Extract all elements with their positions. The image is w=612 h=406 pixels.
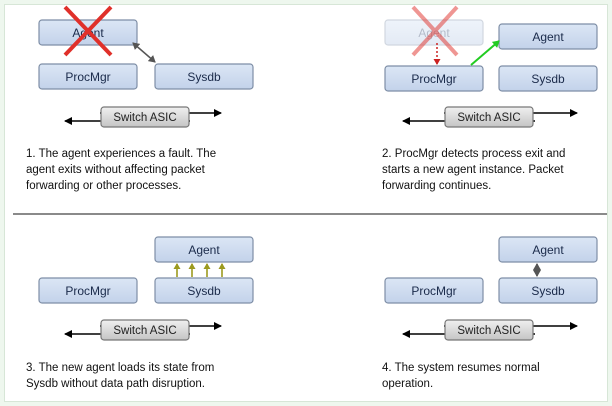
p2-procmgr-box: ProcMgr (384, 65, 484, 92)
p3-sysdb-box: Sysdb (154, 277, 254, 304)
svg-text:Agent: Agent (188, 243, 220, 257)
p1-procmgr-box: ProcMgr (38, 63, 138, 90)
p4-procmgr-box: ProcMgr (384, 277, 484, 304)
faded-cross-icon (411, 5, 459, 57)
p2-new-agent-box: Agent (498, 23, 598, 50)
svg-text:ProcMgr: ProcMgr (65, 70, 110, 84)
p4-agent-box: Agent (498, 236, 598, 263)
panel-2: Agent Agent ProcMgr Sysdb Switch ASIC (384, 5, 598, 128)
caption-step-2: 2. ProcMgr detects process exit and star… (382, 148, 566, 192)
svg-text:Agent: Agent (532, 30, 564, 44)
p3-procmgr-box: ProcMgr (38, 277, 138, 304)
agent-restart-diagram: Agent ProcMgr Sysdb Switch ASIC Agent (13, 5, 607, 341)
svg-text:Sysdb: Sysdb (187, 284, 221, 298)
svg-text:Switch ASIC: Switch ASIC (457, 112, 520, 124)
caption-step-3: 3. The new agent loads its state from Sy… (26, 362, 215, 390)
panel-3: Agent ProcMgr Sysdb Switch ASIC (38, 236, 254, 341)
diagram-frame: Agent ProcMgr Sysdb Switch ASIC Agent (4, 4, 608, 402)
p1-agent-sysdb-link-arrow (132, 42, 156, 63)
p2-switch-asic-box: Switch ASIC (444, 106, 534, 128)
p3-state-load-arrows (173, 263, 226, 277)
panel-4: Agent ProcMgr Sysdb Switch ASIC (384, 236, 598, 341)
svg-text:Switch ASIC: Switch ASIC (113, 325, 176, 337)
p1-sysdb-box: Sysdb (154, 63, 254, 90)
fault-cross-icon (63, 5, 113, 57)
svg-text:Sysdb: Sysdb (531, 284, 565, 298)
caption-step-4: 4. The system resumes normal operation. (382, 362, 540, 390)
p4-switch-asic-box: Switch ASIC (444, 319, 534, 341)
svg-text:ProcMgr: ProcMgr (65, 284, 110, 298)
caption-step-1: 1. The agent experiences a fault. The ag… (26, 148, 217, 192)
p3-agent-box: Agent (154, 236, 254, 263)
p2-sysdb-box: Sysdb (498, 65, 598, 92)
svg-text:Agent: Agent (532, 243, 564, 257)
svg-text:ProcMgr: ProcMgr (411, 72, 456, 86)
p2-spawn-agent-arrow (470, 40, 500, 66)
p3-switch-asic-box: Switch ASIC (100, 319, 190, 341)
svg-text:Sysdb: Sysdb (531, 72, 565, 86)
panel-1: Agent ProcMgr Sysdb Switch ASIC (38, 5, 254, 128)
svg-text:Switch ASIC: Switch ASIC (113, 112, 176, 124)
p1-switch-asic-box: Switch ASIC (100, 106, 190, 128)
svg-text:ProcMgr: ProcMgr (411, 284, 456, 298)
p4-sysdb-box: Sysdb (498, 277, 598, 304)
svg-text:Sysdb: Sysdb (187, 70, 221, 84)
svg-text:Switch ASIC: Switch ASIC (457, 325, 520, 337)
